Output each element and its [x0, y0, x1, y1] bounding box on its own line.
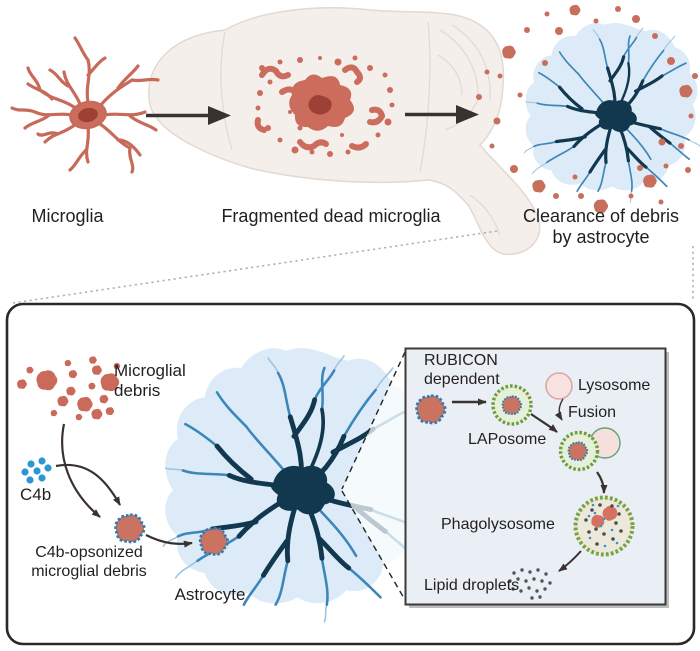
zoom-dashed-lines [341, 351, 406, 601]
astrocyte-label: Astrocyte [174, 585, 246, 604]
laposome-lysosome-fusion [558, 427, 621, 472]
clearance-label: Clearance of debris by astrocyte [522, 206, 680, 248]
arrow-microglia-to-fragments [146, 106, 231, 125]
astrocyte-clearing-debris [476, 4, 700, 214]
microglia-nucleus [78, 107, 98, 123]
lipid-droplets-label: Lipid droplets [424, 577, 520, 594]
debris-dots-around-astrocyte [476, 4, 698, 214]
opsonized-debris-label: C4b-opsonized microglial debris [31, 544, 147, 580]
phagolysosome-label: Phagolysosome [441, 516, 555, 533]
arrow-fusion-to-phagolysosome [596, 471, 608, 494]
laposome-label: LAPosome [468, 431, 547, 448]
microglia-label: Microglia [31, 206, 104, 226]
zoom-connector-dotted-lines [12, 230, 694, 304]
phagolysosome-blue-dots [587, 503, 620, 548]
fragment-core [308, 95, 332, 115]
zoom-cone [342, 352, 405, 600]
brain-interior-lines [220, 21, 501, 236]
dead-microglia-fragments [254, 55, 395, 157]
c4b-label: C4b [20, 485, 52, 504]
fusion-label: Fusion [568, 404, 617, 421]
arrow-fragments-to-astrocyte [405, 105, 479, 124]
c4b-molecules [21, 457, 52, 484]
rubicon-label: RUBICON dependent [424, 352, 500, 388]
brain-illustration [148, 7, 541, 256]
arrow-opsonized-to-astrocyte [145, 534, 193, 548]
microglial-debris-label: Microglial debris [114, 361, 186, 401]
phagolysosome-gray-dots [584, 503, 623, 546]
phagolysosome [573, 495, 635, 557]
microglia-cell [10, 36, 160, 174]
lysosome-label: Lysosome [578, 377, 651, 394]
lipid-droplet-dots [508, 568, 552, 600]
fusion-curve-arrow [554, 398, 564, 421]
arrow-laposome-to-fusion [530, 413, 558, 433]
fragmented-label: Fragmented dead microglia [221, 206, 441, 226]
arrow-c4b-to-opsonized [55, 463, 121, 506]
arrow-phagolysosome-to-lipids [558, 550, 582, 572]
lysosome [545, 372, 573, 400]
arrow-debris-to-opsonized [61, 423, 101, 518]
inset-panel-box [404, 347, 667, 606]
